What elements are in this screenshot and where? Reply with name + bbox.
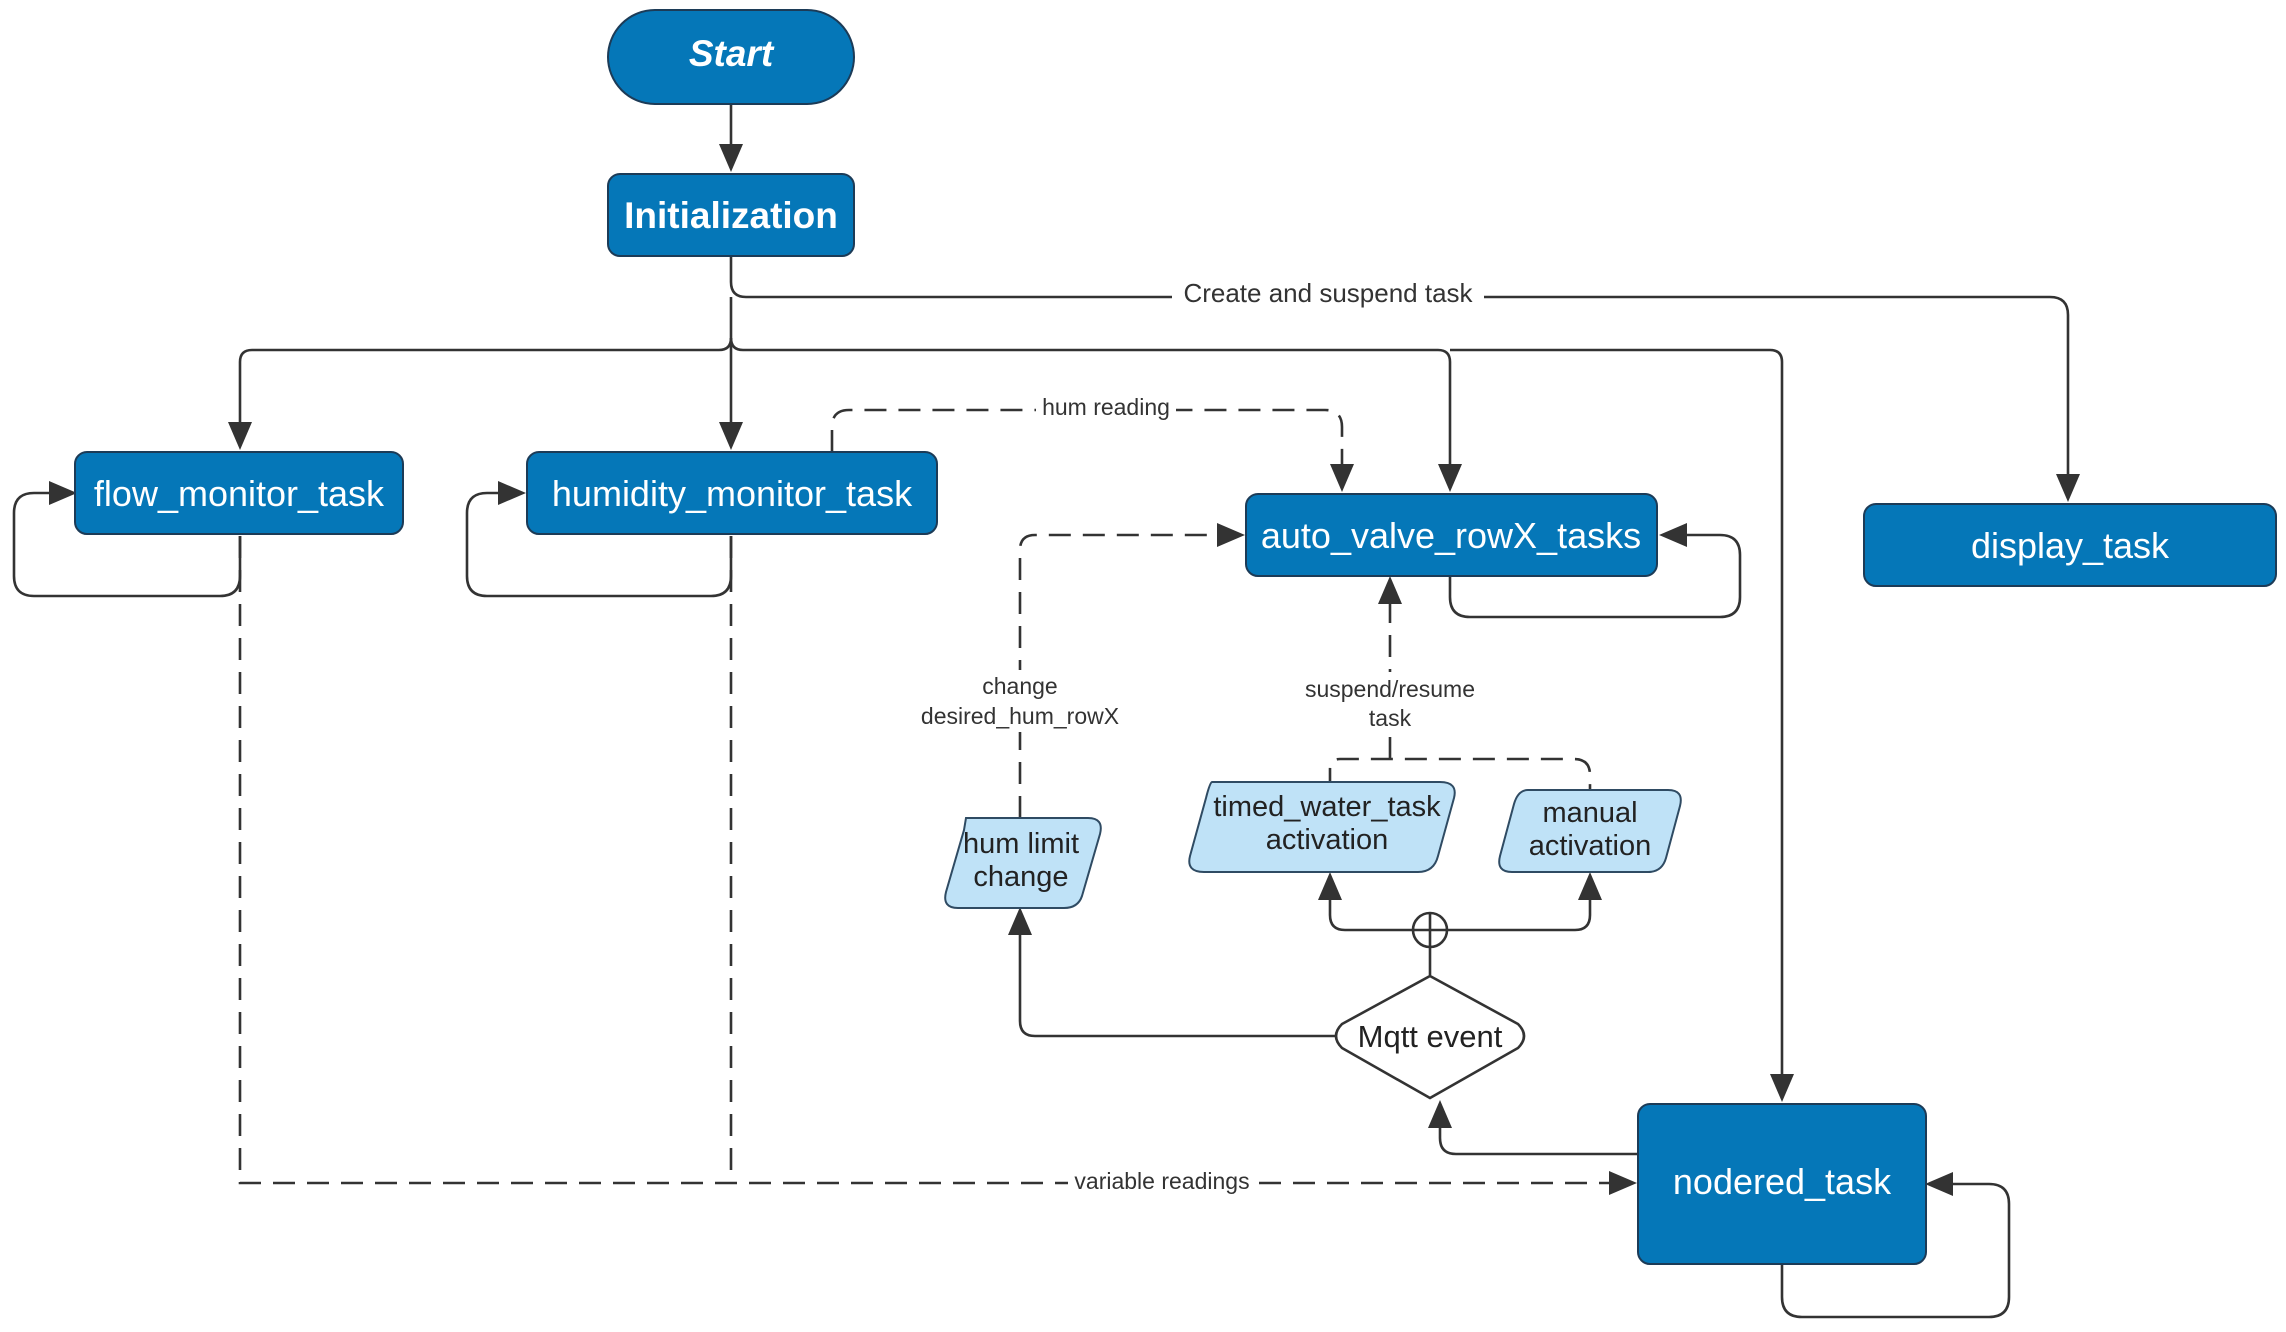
node-hum-limit-change[interactable]: hum limit change xyxy=(944,817,1102,909)
arrowhead xyxy=(1008,907,1032,935)
edge-change-desired xyxy=(1018,533,1220,818)
arrowhead xyxy=(719,144,743,172)
edge-nodered-selfloop xyxy=(1780,1182,2011,1319)
label-hum-reading: hum reading xyxy=(1042,394,1170,420)
or-junction-icon xyxy=(1411,911,1449,949)
edge-nodered-mqtt xyxy=(1438,1125,1638,1156)
node-flow-monitor-label: flow_monitor_task xyxy=(94,473,385,514)
arrowhead xyxy=(1578,872,1602,900)
edge-humidity-selfloop xyxy=(465,491,733,598)
arrowhead xyxy=(2056,474,2080,502)
node-timed-water-activation[interactable]: timed_water_task activation xyxy=(1188,781,1456,873)
label-variable-readings: variable readings xyxy=(1074,1168,1249,1194)
node-humidity-monitor-label: humidity_monitor_task xyxy=(552,473,913,514)
arrowhead xyxy=(1378,576,1402,604)
arrowhead xyxy=(1428,1100,1452,1128)
node-mqtt-event[interactable]: Mqtt event xyxy=(1334,974,1526,1100)
arrowhead xyxy=(1438,464,1462,492)
node-manual-line1: manual xyxy=(1542,797,1637,829)
node-initialization-label: Initialization xyxy=(624,195,838,236)
node-display-label: display_task xyxy=(1971,525,2170,566)
edges xyxy=(12,104,2080,1319)
node-timed-water-line2: activation xyxy=(1266,824,1389,856)
edge-variable-readings xyxy=(238,536,1610,1185)
node-nodered-task[interactable]: nodered_task xyxy=(1637,1103,1927,1265)
arrowhead xyxy=(1925,1172,1953,1196)
label-task: task xyxy=(1369,705,1412,731)
node-manual-activation[interactable]: manual activation xyxy=(1498,789,1682,873)
edge-init-autovalve xyxy=(729,337,1452,467)
node-hum-limit-line1: hum limit xyxy=(963,828,1079,860)
arrowhead xyxy=(719,422,743,450)
edge-labels: Create and suspend task hum reading chan… xyxy=(910,278,1486,1197)
node-timed-water-line1: timed_water_task xyxy=(1213,791,1441,823)
arrowhead xyxy=(1217,523,1245,547)
node-nodered-label: nodered_task xyxy=(1673,1161,1892,1202)
node-display-task[interactable]: display_task xyxy=(1863,503,2277,587)
node-auto-valve-tasks[interactable]: auto_valve_rowX_tasks xyxy=(1245,493,1658,577)
arrowhead xyxy=(49,481,77,505)
label-create-suspend: Create and suspend task xyxy=(1183,278,1473,308)
edge-junction-manual xyxy=(1447,898,1592,932)
edge-init-flow xyxy=(238,297,733,425)
edge-suspend-resume xyxy=(1328,757,1592,790)
label-suspend-resume: suspend/resume xyxy=(1305,676,1475,702)
node-hum-limit-line2: change xyxy=(973,861,1068,893)
arrowhead xyxy=(228,422,252,450)
label-change: change xyxy=(982,673,1057,699)
edge-junction-timed xyxy=(1328,898,1413,932)
arrowhead xyxy=(1330,464,1354,492)
node-initialization[interactable]: Initialization xyxy=(607,173,855,257)
edge-mqtt-humlimit xyxy=(1018,932,1337,1038)
arrowhead xyxy=(1659,523,1687,547)
label-desired-hum: desired_hum_rowX xyxy=(921,703,1119,729)
nodes: Start Initialization flow_monitor_task h… xyxy=(74,9,2277,1265)
edge-init-nodered xyxy=(1450,348,1784,1077)
edge-flow-selfloop xyxy=(12,491,242,598)
node-start[interactable]: Start xyxy=(607,9,855,105)
edge-autovalve-selfloop xyxy=(1448,533,1742,619)
arrowhead xyxy=(1770,1074,1794,1102)
arrowhead xyxy=(1318,872,1342,900)
node-auto-valve-label: auto_valve_rowX_tasks xyxy=(1261,515,1641,556)
arrowhead xyxy=(498,481,526,505)
node-manual-line2: activation xyxy=(1529,830,1652,862)
node-start-label: Start xyxy=(689,33,775,74)
node-humidity-monitor-task[interactable]: humidity_monitor_task xyxy=(526,451,938,535)
node-flow-monitor-task[interactable]: flow_monitor_task xyxy=(74,451,404,535)
arrowhead xyxy=(1609,1171,1637,1195)
node-mqtt-label: Mqtt event xyxy=(1358,1019,1503,1054)
